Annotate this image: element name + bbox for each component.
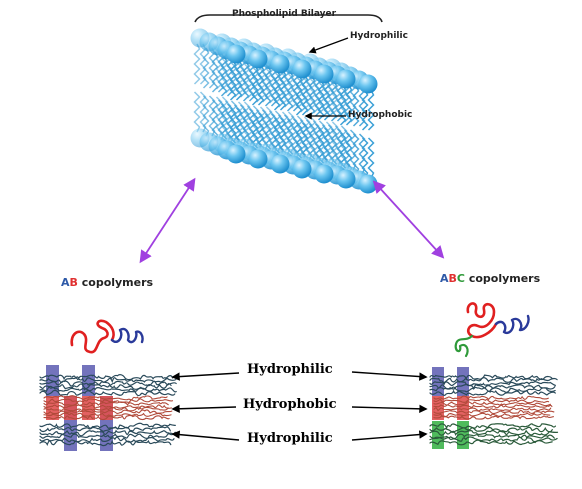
polymer-strand xyxy=(429,423,557,430)
polymer-strand xyxy=(43,414,170,421)
layer-label-top: Hydrophilic xyxy=(247,362,333,377)
lipid-head-bottom xyxy=(336,169,356,189)
ab-membrane xyxy=(39,365,177,451)
polymer-strand xyxy=(39,432,174,439)
lipid-head-top xyxy=(248,49,268,69)
polymer-strand xyxy=(43,409,173,415)
polymer-strand xyxy=(39,429,176,437)
block-a-bar xyxy=(432,367,444,396)
lipid-head-bottom xyxy=(358,174,378,194)
abc-membrane xyxy=(429,367,559,449)
lipid-head-bottom xyxy=(292,159,312,179)
polymer-strand xyxy=(433,395,549,401)
block-b-bar xyxy=(64,396,77,420)
polymer-strand xyxy=(429,389,556,396)
block-c-bar xyxy=(432,421,444,449)
lipid-head-bottom xyxy=(314,164,334,184)
polymer-strand xyxy=(433,401,552,407)
bilayer-hydrophilic-label: Hydrophilic xyxy=(350,31,408,41)
polymer-strand xyxy=(43,401,169,406)
lipid-head-top xyxy=(292,59,312,79)
hydrophilic-pointer xyxy=(308,37,349,54)
abc-letter-b: B xyxy=(448,272,457,285)
polymer-strand xyxy=(39,389,176,397)
polymer-strand xyxy=(433,407,552,412)
abc-suffix: copolymers xyxy=(464,272,541,285)
block-b-bar xyxy=(457,396,469,420)
lipid-tails xyxy=(317,79,331,169)
polymer-strand xyxy=(39,436,175,443)
bilayer-bracket xyxy=(194,14,383,23)
lipid-tails xyxy=(361,89,375,179)
bilayer-title: Phospholipid Bilayer xyxy=(232,9,337,19)
abc-letter-c: C xyxy=(456,272,465,285)
polymer-strand xyxy=(433,409,555,415)
polymer-strand xyxy=(433,398,550,404)
polymer-strand xyxy=(43,404,172,409)
polymer-strand xyxy=(429,380,556,387)
lipid-head-bottom xyxy=(270,154,290,174)
polymer-strand xyxy=(429,436,558,443)
polymer-strand xyxy=(43,406,169,412)
lipid-head-top xyxy=(270,54,290,74)
lipid-head-top xyxy=(314,64,334,84)
polymer-strand xyxy=(429,377,558,384)
polymer-strand xyxy=(429,439,553,446)
polymer-strand xyxy=(39,426,171,433)
layer-label-middle: Hydrophobic xyxy=(243,397,337,412)
polymer-strand xyxy=(39,380,177,387)
arrow-left-top xyxy=(171,372,240,381)
bilayer-hydrophobic-label: Hydrophobic xyxy=(348,110,413,120)
polymer-strand xyxy=(429,433,555,440)
polymer-strand xyxy=(433,412,551,418)
arrow-left-bottom xyxy=(171,430,240,441)
lipid-head-bottom xyxy=(226,144,246,164)
lipid-head-top xyxy=(336,69,356,89)
polymer-strand xyxy=(433,415,555,420)
polymer-strand xyxy=(43,412,172,417)
polymer-strand xyxy=(429,386,556,393)
polymer-strand xyxy=(39,386,177,393)
purple-arrow-left xyxy=(139,177,196,264)
ab-suffix: copolymers xyxy=(77,276,154,289)
lipid-head-top xyxy=(226,44,246,64)
abc-free-chain xyxy=(454,302,530,358)
ab-copolymers-label: AB copolymers xyxy=(61,276,153,289)
polymer-strand xyxy=(43,398,174,404)
polymer-strand xyxy=(429,374,553,381)
arrow-left-middle xyxy=(171,404,237,413)
polymer-strand xyxy=(39,383,172,390)
polymer-strand xyxy=(433,404,553,409)
polymer-strand xyxy=(43,395,168,401)
polymer-strand xyxy=(39,422,176,430)
lipid-head-top xyxy=(358,74,378,94)
polymer-strand xyxy=(429,429,559,436)
arrow-right-middle xyxy=(351,404,428,414)
lipid-head-bottom xyxy=(248,149,268,169)
phospholipid-bilayer xyxy=(190,28,378,194)
purple-arrow-right xyxy=(372,180,445,259)
ab-letter-a: A xyxy=(61,276,70,289)
arrow-right-bottom xyxy=(351,430,428,441)
abc-letter-a: A xyxy=(440,272,449,285)
layer-label-bottom: Hydrophilic xyxy=(247,431,333,446)
polymer-strand xyxy=(39,374,174,381)
polymer-strand xyxy=(39,439,172,447)
arrow-right-top xyxy=(351,371,428,381)
ab-letter-b: B xyxy=(69,276,78,289)
abc-copolymers-label: ABC copolymers xyxy=(440,272,540,285)
ab-free-chain xyxy=(70,319,144,354)
